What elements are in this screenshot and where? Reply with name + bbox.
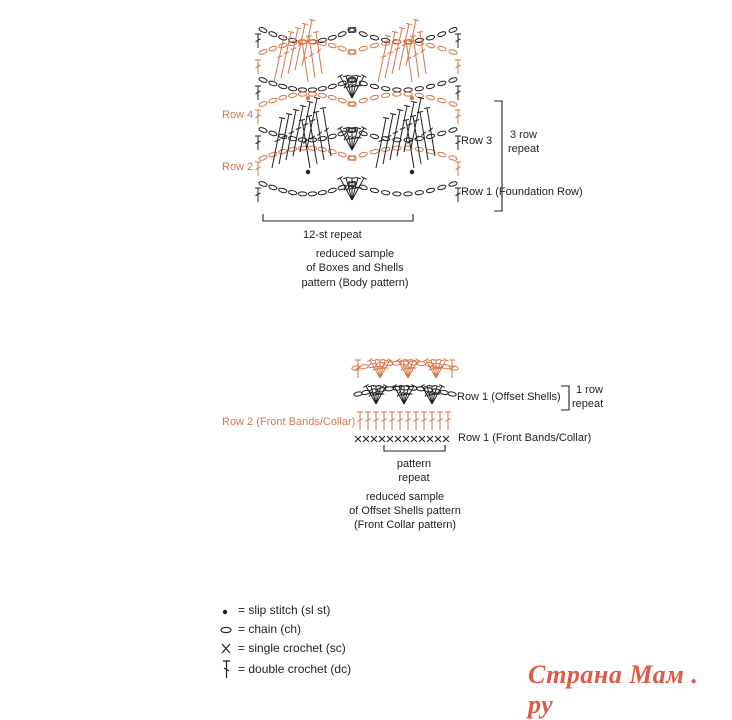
double-crochet-icon [220,659,234,679]
legend-item: = single crochet (sc) [220,641,346,656]
pattern-repeat-label-1: pattern [374,458,454,471]
twelve-st-repeat-bracket [263,214,413,221]
one-row-repeat-bracket [561,386,569,410]
legend-item: = slip stitch (sl st) [220,603,330,618]
chart2-caption-3: (Front Collar pattern) [335,519,475,532]
row1-front-bands-label: Row 1 (Front Bands/Collar) [458,432,591,445]
legend-item: = chain (ch) [220,622,301,637]
twelve-st-repeat-label: 12-st repeat [303,229,362,242]
offset-shells-stitches [352,359,459,442]
watermark-logo: Страна Мам . ру [528,660,728,696]
row2-label: Row 2 [222,161,253,174]
pattern-repeat-bracket [384,445,445,451]
boxes-shells-chart [0,0,732,700]
boxes-shells-stitches [255,19,461,202]
chart1-caption-1: reduced sample [290,248,420,261]
chart1-caption-2: of Boxes and Shells [290,262,420,275]
chain-icon [220,622,234,637]
chart1-caption-3: pattern (Body pattern) [290,277,420,290]
one-row-repeat-label: repeat [572,398,603,411]
row4-label: Row 4 [222,109,253,122]
three-row-label: 3 row [510,129,537,142]
row2-front-bands-label: Row 2 (Front Bands/Collar) [222,416,355,429]
row3-label: Row 3 [461,135,492,148]
chart2-caption-2: of Offset Shells pattern [335,505,475,518]
single-crochet-icon [220,641,234,656]
row1-offset-shells-label: Row 1 (Offset Shells) [457,391,561,404]
one-row-label: 1 row [576,384,603,397]
pattern-repeat-label-2: repeat [374,472,454,485]
three-row-repeat-label: repeat [508,143,539,156]
legend-item: = double crochet (dc) [220,659,351,679]
chart2-caption-1: reduced sample [335,491,475,504]
row1-foundation-label: Row 1 (Foundation Row) [461,186,583,199]
slip-stitch-icon [220,603,234,618]
